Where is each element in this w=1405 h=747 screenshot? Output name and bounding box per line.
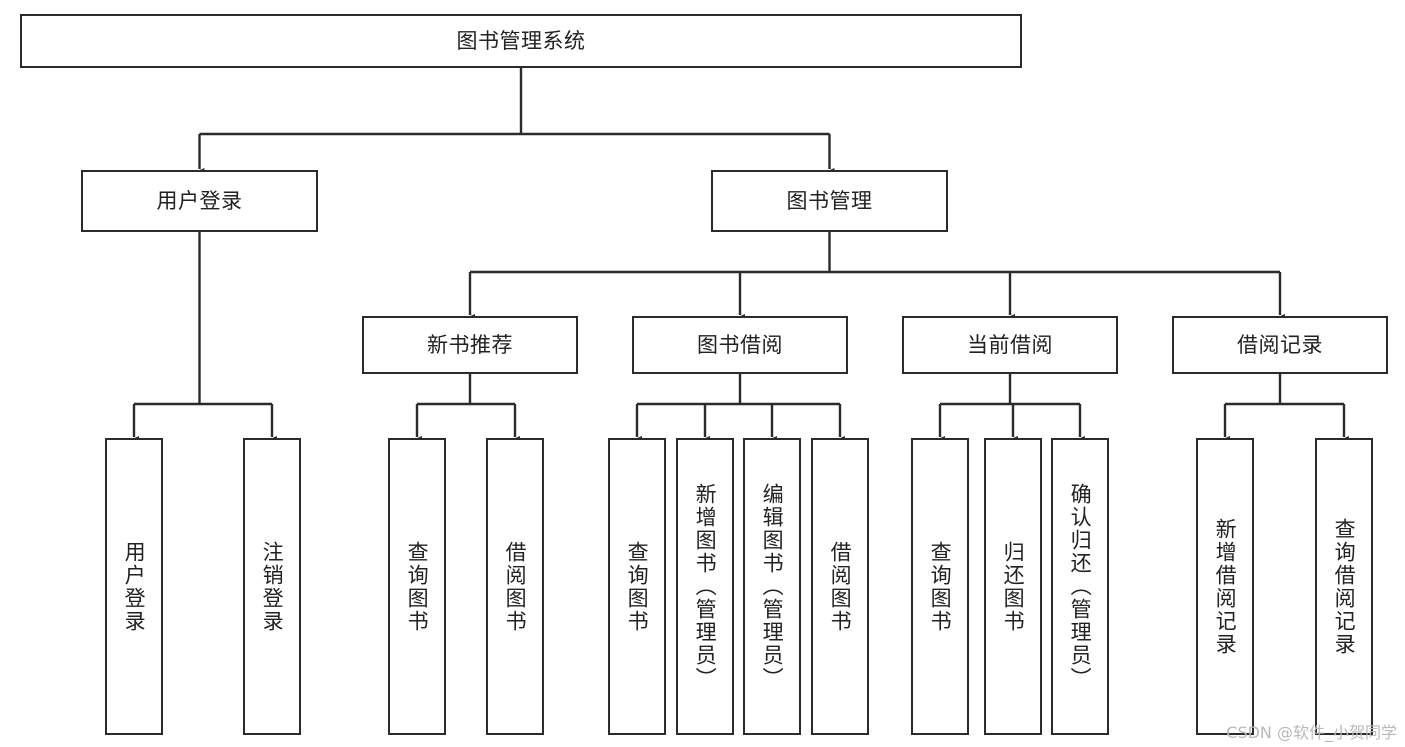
node-label-r1: 新增借阅记录 — [1213, 517, 1238, 656]
node-login[interactable]: 用户登录 — [81, 170, 318, 232]
node-label-login: 用户登录 — [156, 188, 243, 213]
node-l1[interactable]: 用户登录 — [105, 438, 163, 735]
node-label-current: 当前借阅 — [967, 332, 1053, 357]
node-label-bookmgmt: 图书管理 — [786, 188, 873, 213]
node-label-n1: 查询图书 — [405, 540, 430, 633]
node-label-b2: 新增图书（管理员） — [693, 483, 718, 690]
node-label-l2: 注销登录 — [260, 540, 285, 633]
node-label-newbook: 新书推荐 — [427, 332, 513, 357]
node-records[interactable]: 借阅记录 — [1172, 316, 1388, 374]
node-c2[interactable]: 归还图书 — [984, 438, 1042, 735]
node-b2[interactable]: 新增图书（管理员） — [676, 438, 734, 735]
node-c3[interactable]: 确认归还（管理员） — [1051, 438, 1109, 735]
node-n1[interactable]: 查询图书 — [388, 438, 446, 735]
node-label-b3: 编辑图书（管理员） — [760, 483, 785, 690]
node-label-borrow: 图书借阅 — [697, 332, 783, 357]
node-label-n2: 借阅图书 — [503, 540, 528, 633]
node-bookmgmt[interactable]: 图书管理 — [711, 170, 948, 232]
node-borrow[interactable]: 图书借阅 — [632, 316, 848, 374]
node-label-records: 借阅记录 — [1237, 332, 1323, 357]
node-newbook[interactable]: 新书推荐 — [362, 316, 578, 374]
node-r1[interactable]: 新增借阅记录 — [1196, 438, 1254, 735]
node-b1[interactable]: 查询图书 — [608, 438, 666, 735]
node-r2[interactable]: 查询借阅记录 — [1315, 438, 1373, 735]
node-b4[interactable]: 借阅图书 — [811, 438, 869, 735]
node-label-b1: 查询图书 — [625, 540, 650, 633]
node-label-b4: 借阅图书 — [828, 540, 853, 633]
node-label-root: 图书管理系统 — [456, 28, 586, 53]
node-current[interactable]: 当前借阅 — [902, 316, 1118, 374]
node-l2[interactable]: 注销登录 — [243, 438, 301, 735]
node-root[interactable]: 图书管理系统 — [20, 14, 1022, 68]
node-n2[interactable]: 借阅图书 — [486, 438, 544, 735]
node-label-c1: 查询图书 — [928, 540, 953, 633]
node-b3[interactable]: 编辑图书（管理员） — [743, 438, 801, 735]
node-label-l1: 用户登录 — [122, 540, 147, 633]
watermark-text: CSDN @软件_小贺同学 — [1226, 723, 1397, 742]
node-label-r2: 查询借阅记录 — [1332, 517, 1357, 656]
node-label-c3: 确认归还（管理员） — [1068, 483, 1093, 690]
node-label-c2: 归还图书 — [1001, 540, 1026, 633]
node-c1[interactable]: 查询图书 — [911, 438, 969, 735]
